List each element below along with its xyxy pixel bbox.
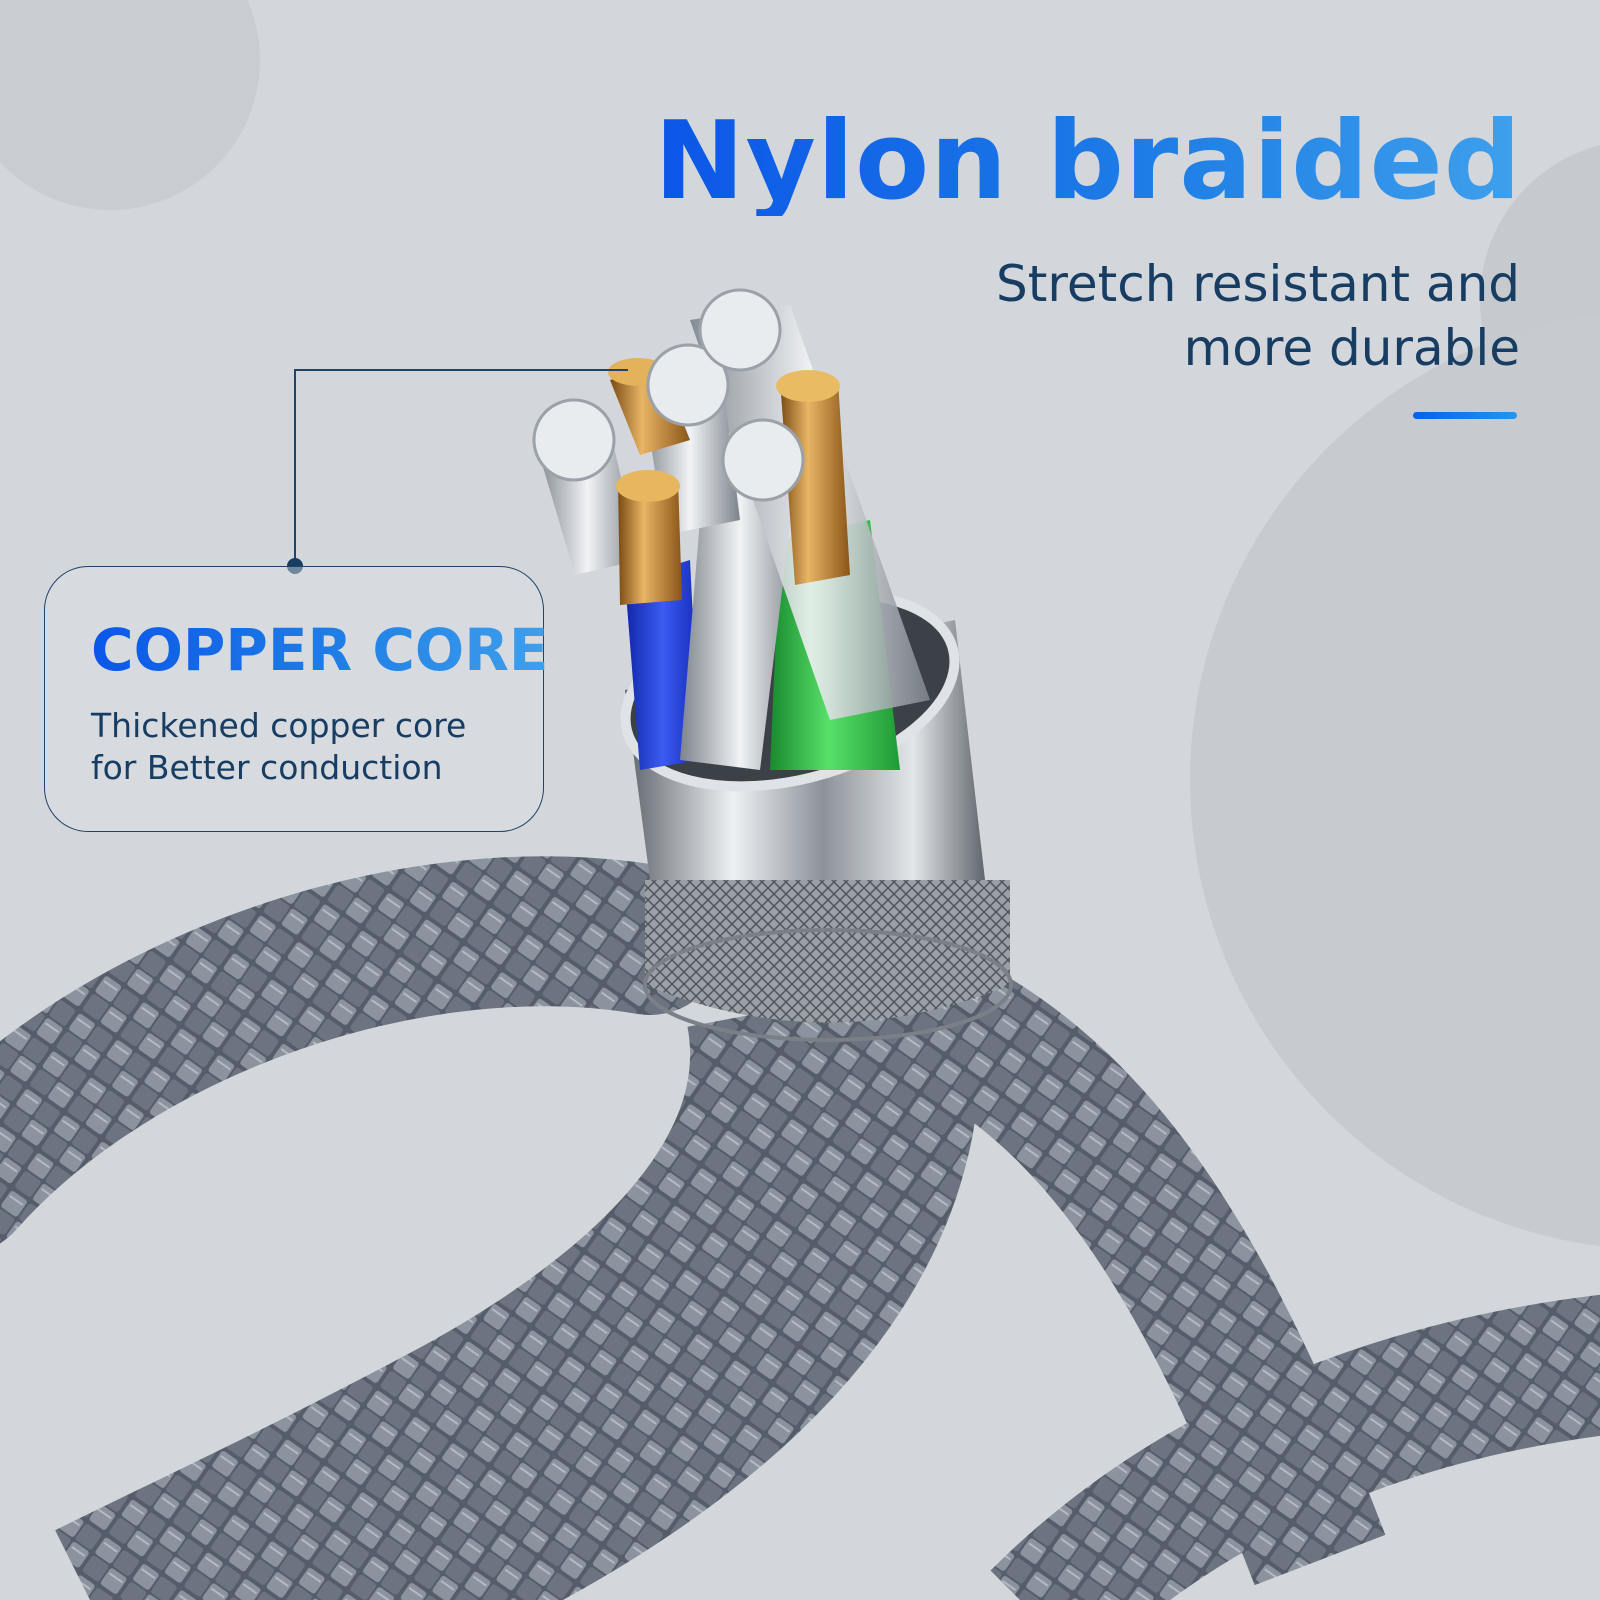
copper-core-callout: COPPER CORE Thickened copper core for Be…	[44, 566, 549, 832]
copper-core-end-right	[776, 370, 840, 402]
copper-core-end-left	[616, 470, 680, 502]
nylon-braid-main	[55, 973, 981, 1600]
headline-title: Nylon braided	[654, 99, 1522, 224]
copper-core-wire-left	[618, 480, 682, 605]
nylon-braid-loop-left	[0, 856, 725, 1244]
knurled-metal-ferrule	[645, 880, 1010, 1023]
callout-title: COPPER CORE	[91, 616, 549, 684]
aluminum-strand-end-front	[721, 418, 805, 502]
subtitle-line-1: Stretch resistant and	[996, 255, 1520, 313]
blue-insulated-wire	[625, 560, 700, 770]
callout-body-line-2: for Better conduction	[91, 748, 443, 787]
copper-core-wire-right	[780, 380, 850, 585]
accent-underline	[1413, 412, 1517, 419]
nylon-braid-lower-right	[990, 1294, 1600, 1600]
headline-subtitle: Stretch resistant and more durable	[996, 252, 1520, 380]
ferrule-bottom-rim	[643, 928, 1013, 1042]
bg-circle-right-large	[1190, 313, 1600, 1247]
callout-body: Thickened copper core for Better conduct…	[91, 705, 466, 789]
aluminum-strand-end-mid	[646, 343, 730, 427]
callout-body-line-1: Thickened copper core	[91, 706, 467, 745]
bg-circle-top-left	[0, 0, 260, 210]
aluminum-strand-end-top	[698, 288, 782, 372]
aluminum-strand-end-left	[532, 398, 616, 482]
subtitle-line-2: more durable	[1183, 319, 1520, 377]
copper-core-wire-back	[610, 365, 690, 455]
callout-leader-line	[294, 369, 628, 566]
